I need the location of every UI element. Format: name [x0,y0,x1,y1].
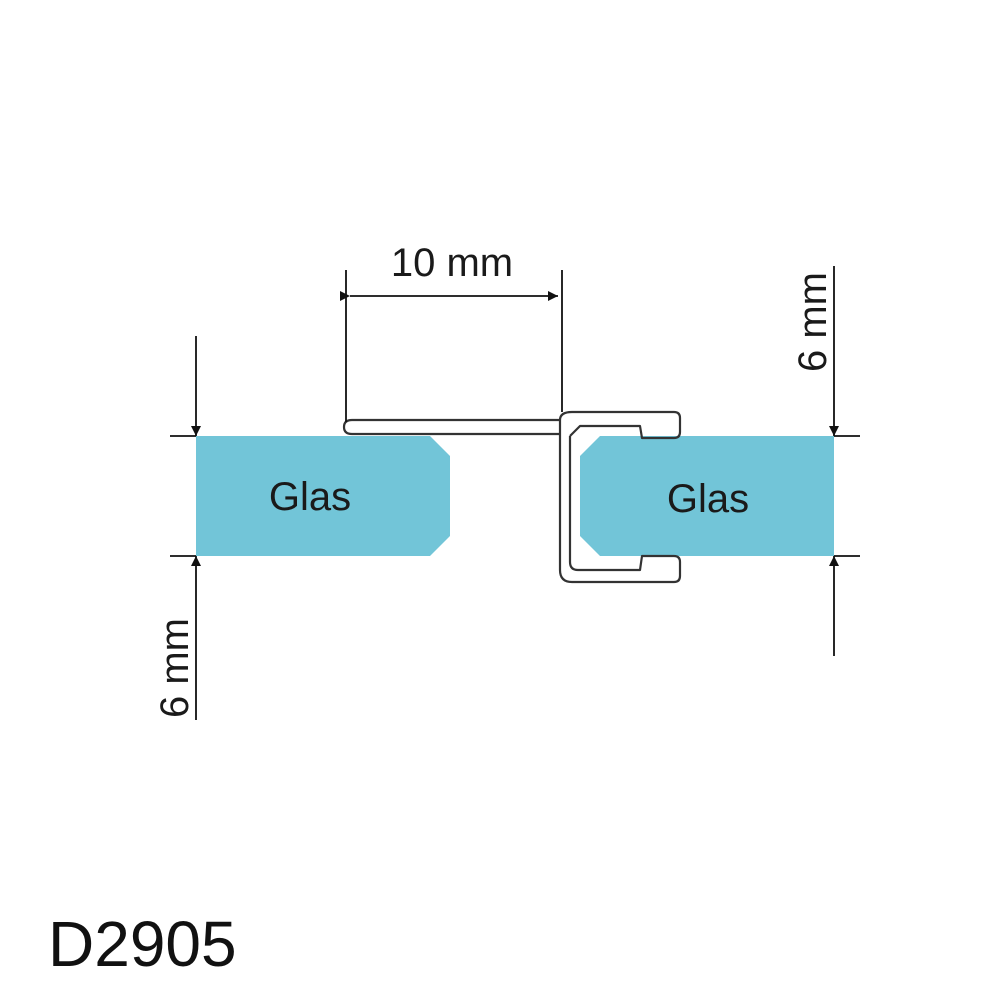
dimension-left [170,336,201,720]
glass-panel-left [196,436,450,556]
dimension-top [340,270,563,422]
product-code: D2905 [48,908,237,980]
glass-label-right: Glas [667,477,749,521]
dimension-right [829,266,860,656]
dimension-right-label: 6 mm [791,272,835,372]
glass-label-left: Glas [269,475,351,519]
seal-profile [342,410,682,584]
dimension-top-label: 10 mm [391,241,513,285]
glass-panel-right [580,436,834,556]
dimension-left-label: 6 mm [153,618,197,718]
